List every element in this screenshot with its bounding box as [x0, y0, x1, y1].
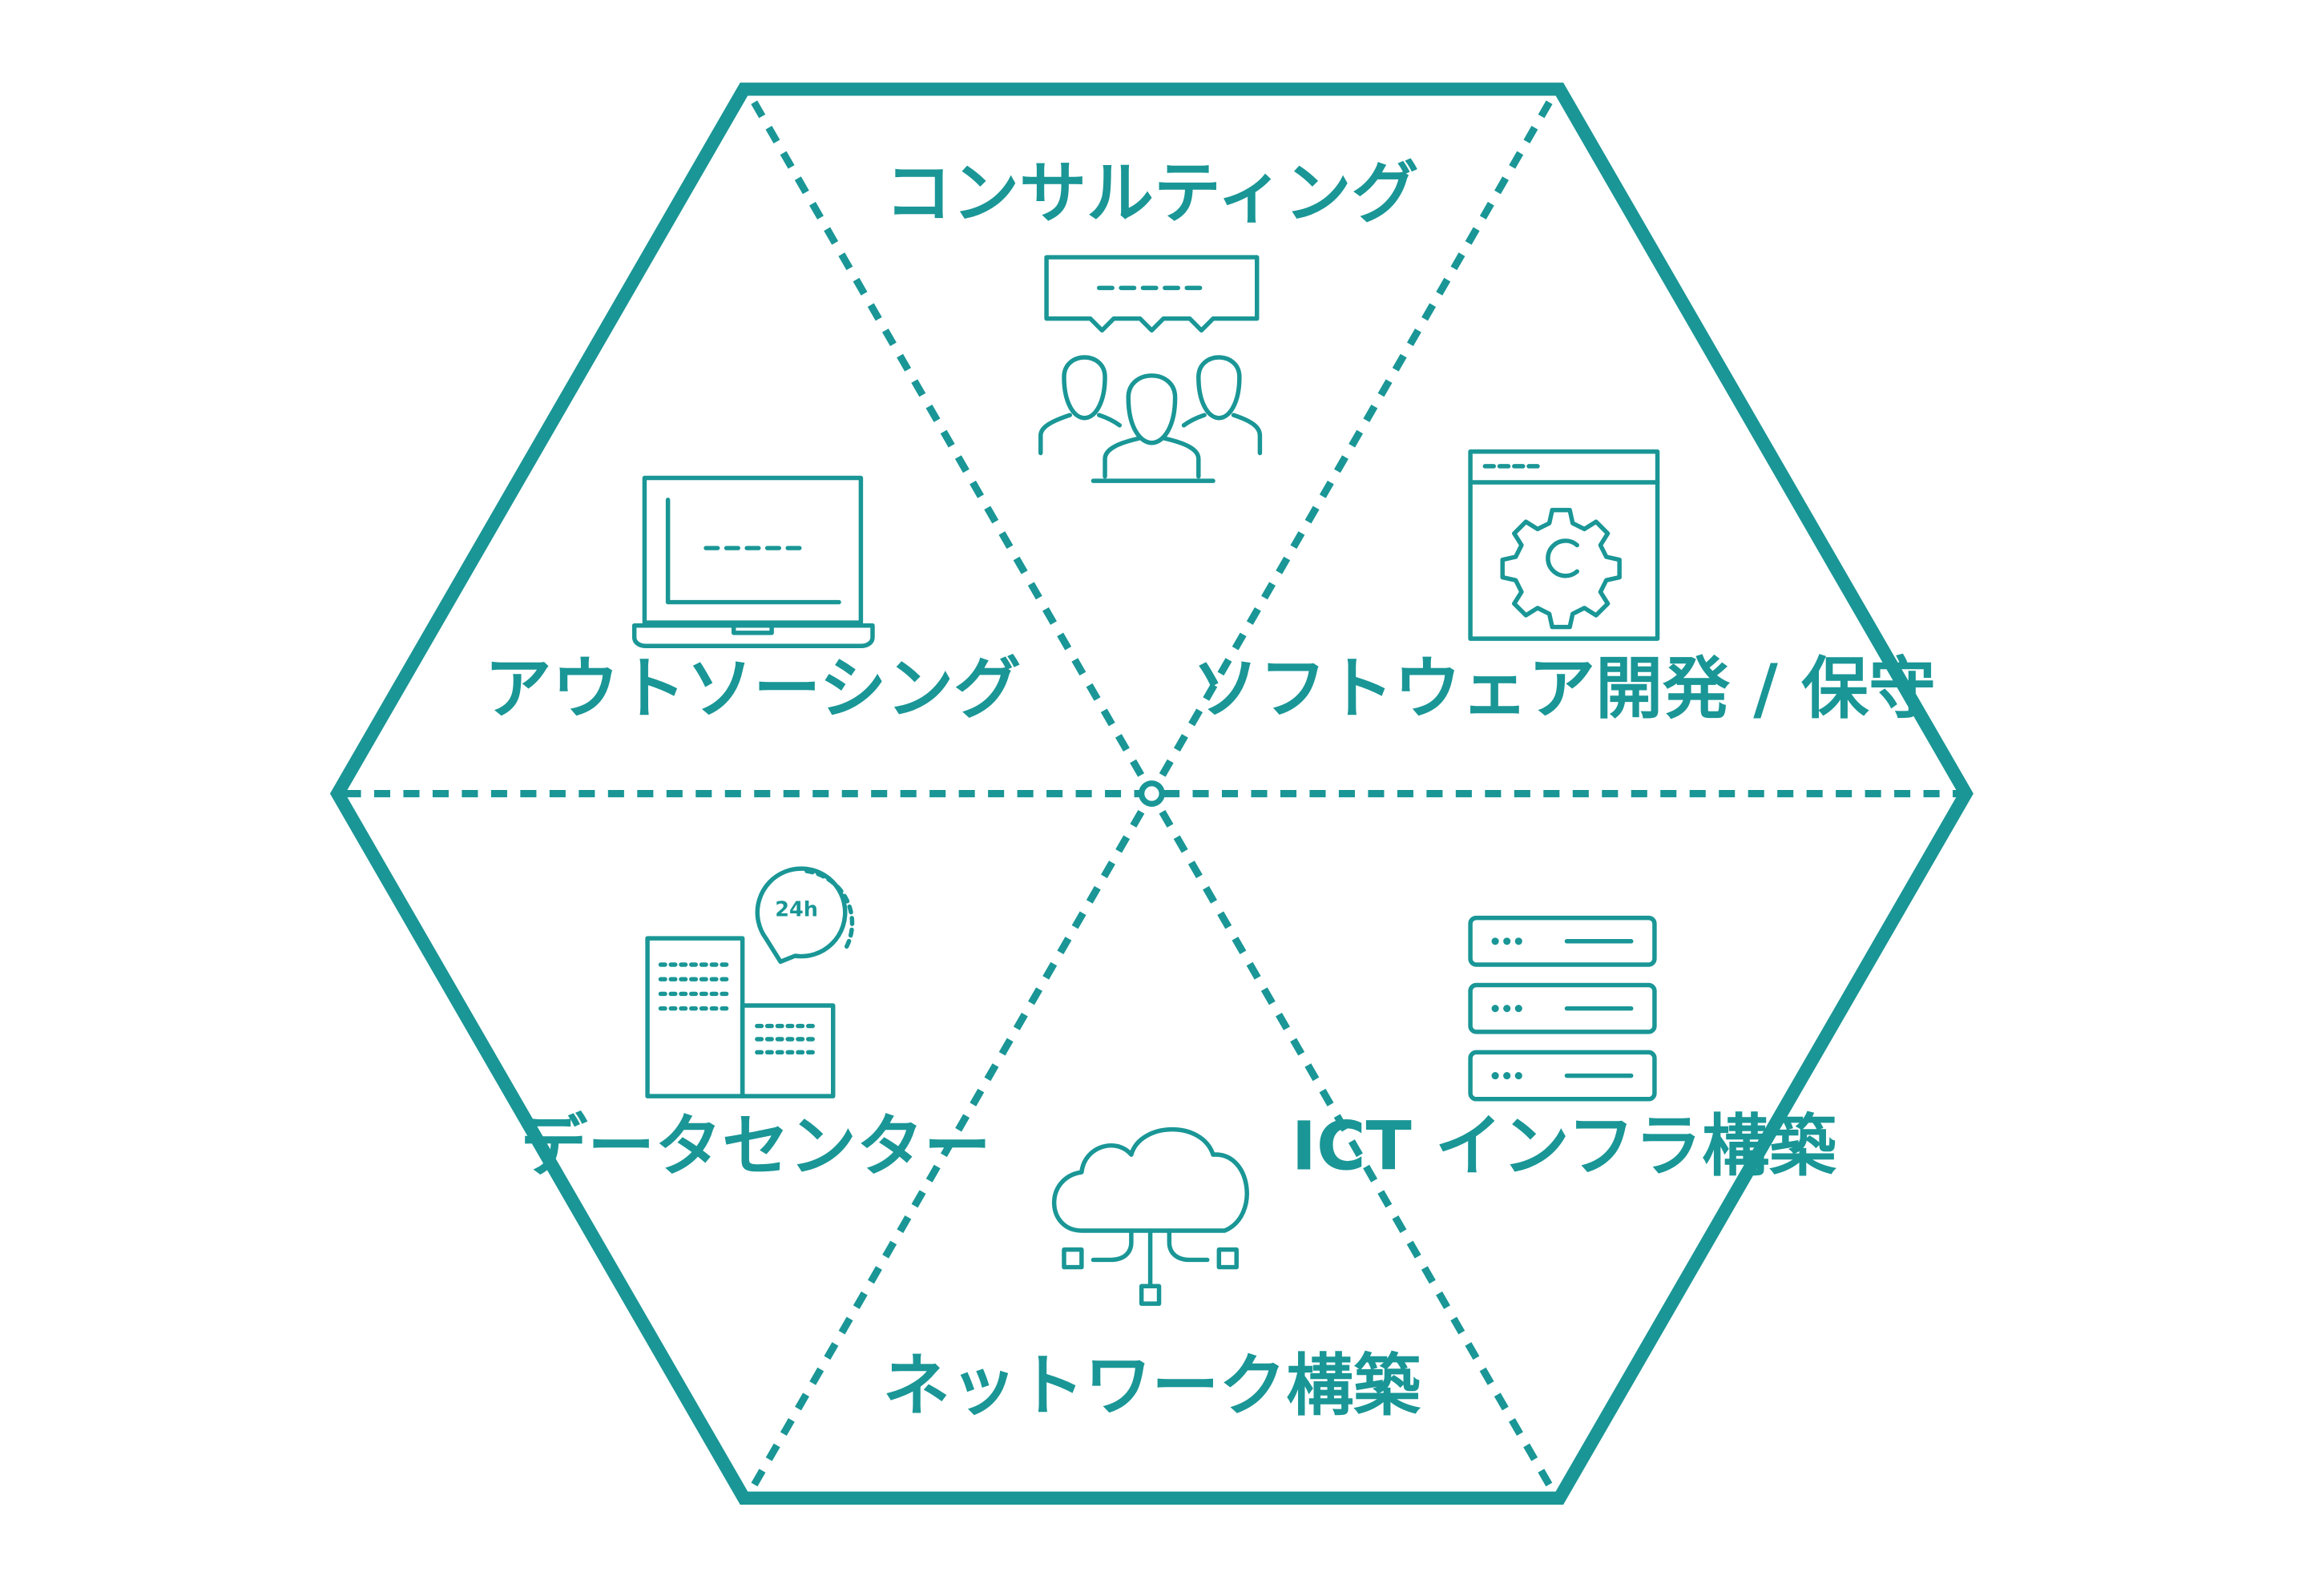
server-rack-icon [1468, 915, 1657, 1102]
label-consulting: コンサルティング [885, 154, 1418, 232]
datacenter-24h-icon: 24h [645, 866, 855, 1098]
cloud-network-icon [1052, 1126, 1249, 1306]
software-gear-window-icon [1468, 449, 1660, 641]
label-datacenter: データセンター [520, 1106, 990, 1185]
label-ict: ICT インフラ構築 [1292, 1106, 1837, 1185]
center-node [1138, 780, 1165, 807]
hexagon-outline [329, 83, 1973, 1505]
label-software: ソフトウェア開発 / 保守 [1192, 649, 1936, 727]
label-outsourcing: アウトソーシング [485, 649, 1022, 727]
label-network: ネットワーク構築 [883, 1347, 1421, 1425]
datacenter-24h-badge: 24h [775, 898, 818, 922]
laptop-icon [631, 475, 875, 649]
consulting-meeting-icon [1038, 255, 1263, 483]
